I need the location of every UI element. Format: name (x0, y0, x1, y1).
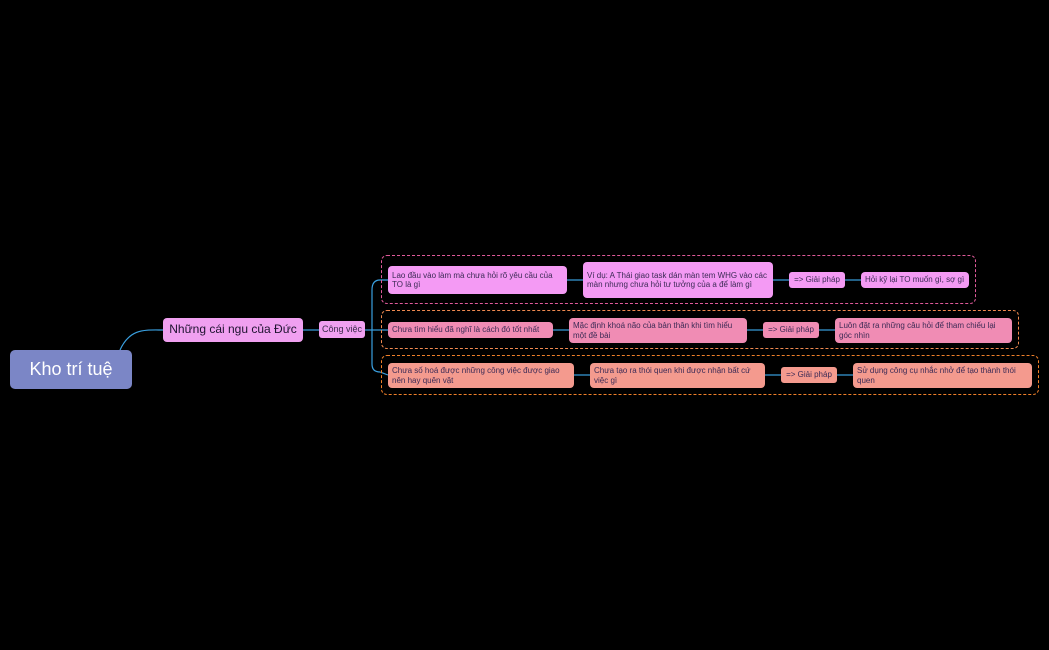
branch3-solution-label[interactable]: => Giải pháp (781, 367, 837, 383)
branch-group-2 (381, 310, 1019, 349)
branch3-example-node[interactable]: Chưa tạo ra thói quen khi được nhận bất … (590, 363, 765, 388)
branch2-solution-node[interactable]: Luôn đặt ra những câu hỏi để tham chiếu … (835, 318, 1012, 343)
branch3-problem-node[interactable]: Chưa số hoá được những công việc được gi… (388, 363, 574, 388)
branch1-problem-node[interactable]: Lao đầu vào làm mà chưa hỏi rõ yêu cầu c… (388, 266, 567, 294)
branch1-solution-node[interactable]: Hỏi kỹ lại TO muốn gì, sợ gì (861, 272, 969, 288)
connector-trunk (371, 290, 381, 373)
branch2-example-node[interactable]: Mặc định khoá não của bản thân khi tìm h… (569, 318, 747, 343)
branch-group-3 (381, 355, 1039, 395)
root-node[interactable]: Kho trí tuệ (10, 350, 132, 389)
connector-root-topic (119, 329, 164, 351)
branch3-solution-node[interactable]: Sử dụng công cụ nhắc nhở để tạo thành th… (853, 363, 1032, 388)
branch2-problem-node[interactable]: Chưa tìm hiểu đã nghĩ là cách đó tốt nhấ… (388, 322, 553, 338)
branch1-solution-label[interactable]: => Giải pháp (789, 272, 845, 288)
topic-node[interactable]: Những cái ngu của Đức (163, 318, 303, 342)
branch-group-1 (381, 255, 976, 304)
branch1-example-node[interactable]: Ví dụ: A Thái giao task dán màn tem WHG … (583, 262, 773, 298)
subtopic-node[interactable]: Công việc (319, 321, 365, 338)
connector-branch1 (371, 279, 388, 291)
branch2-solution-label[interactable]: => Giải pháp (763, 322, 819, 338)
